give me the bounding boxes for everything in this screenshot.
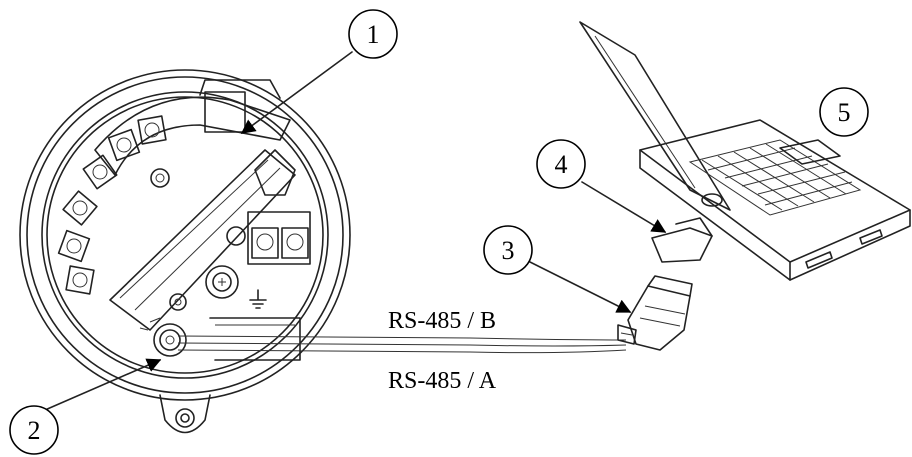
- callout-2: 2: [9, 405, 59, 455]
- laptop: [579, 21, 911, 281]
- rs485-b-label: RS-485 / B: [388, 308, 496, 334]
- terminal-block-left: [57, 115, 167, 295]
- callout-4: 4: [536, 139, 586, 189]
- usb-plug: [651, 217, 713, 263]
- callout-2-label: 2: [28, 416, 41, 445]
- db9-adapter: [617, 275, 693, 351]
- callout-3-label: 3: [502, 236, 515, 265]
- callout-1-label: 1: [367, 20, 380, 49]
- callout-5: 5: [819, 87, 869, 137]
- callout-3: 3: [483, 225, 533, 275]
- callout-arrows: [44, 51, 667, 411]
- transmitter-housing: [19, 69, 351, 434]
- keyboard: [688, 139, 862, 216]
- callout-4-label: 4: [555, 150, 568, 179]
- callout-5-label: 5: [838, 98, 851, 127]
- terminal-block-right: [226, 211, 311, 265]
- rs485-a-label: RS-485 / A: [388, 368, 497, 394]
- callout-1: 1: [348, 9, 398, 59]
- rs485-wires: [177, 335, 627, 354]
